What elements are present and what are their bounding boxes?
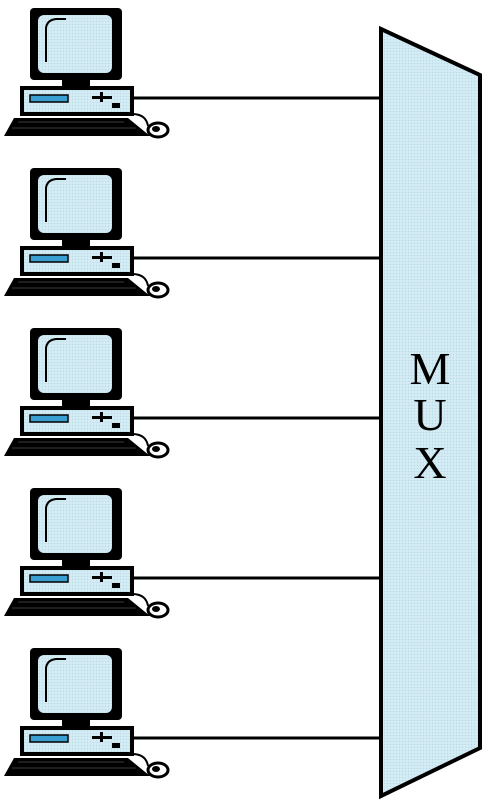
mux-letter-m: M [410,343,451,394]
mux-letter-x: X [413,437,446,488]
computer-1-icon [4,8,168,137]
computer-4-icon [4,488,168,617]
computer-2-icon [4,168,168,297]
mux-letter-u: U [413,389,446,440]
computer-3-icon [4,328,168,457]
computer-5-icon [4,648,168,777]
